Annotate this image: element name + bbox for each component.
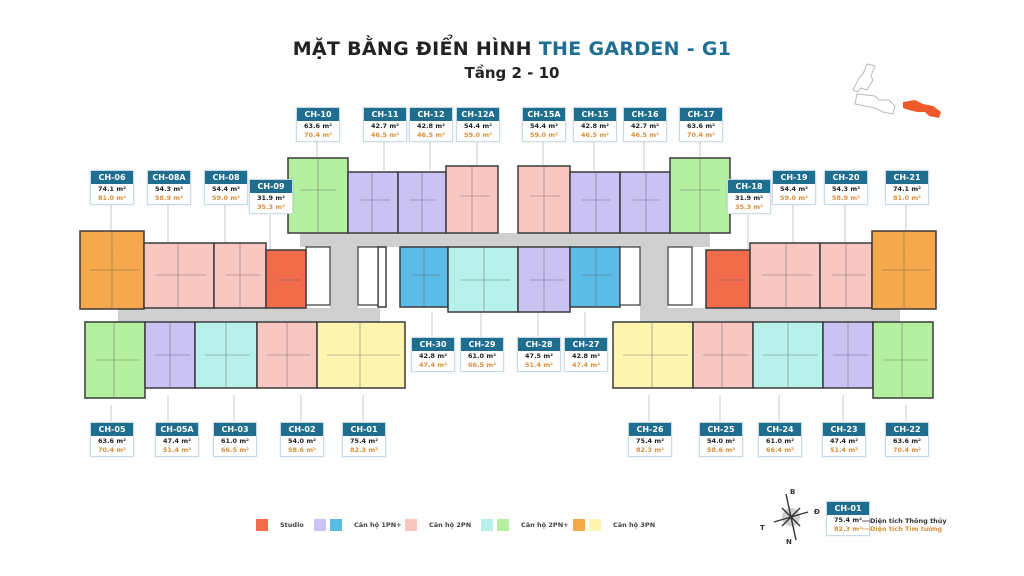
swatch-studio-icon	[256, 519, 268, 531]
compass-south: N	[786, 538, 792, 546]
legend-3pn: Căn hộ 3PN	[573, 518, 655, 532]
swatch-3pn-b-icon	[589, 519, 601, 531]
swatch-2pn-plus-a-icon	[481, 519, 493, 531]
title-accent: THE GARDEN - G1	[538, 38, 732, 60]
key-leader-lines	[862, 520, 870, 530]
legend-1pn: Căn hộ 1PN+	[314, 518, 402, 532]
swatch-2pn-plus-b-icon	[497, 519, 509, 531]
page-title: MẶT BẰNG ĐIỂN HÌNH THE GARDEN - G1	[0, 38, 1024, 60]
swatch-1pn-b-icon	[330, 519, 342, 531]
floor-range: Tầng 2 - 10	[464, 64, 560, 82]
compass-west: T	[760, 524, 765, 532]
swatch-2pn-icon	[405, 519, 417, 531]
title-main: MẶT BẰNG ĐIỂN HÌNH	[292, 38, 532, 60]
legend-studio: Studio	[256, 518, 304, 532]
compass-rose-icon: B Đ T N	[760, 488, 820, 548]
compass-east: Đ	[814, 508, 820, 516]
area-key-box: CH-01 75.4 m² 82.3 m²	[826, 501, 870, 536]
swatch-1pn-a-icon	[314, 519, 326, 531]
site-locator-map	[852, 63, 941, 118]
key-net-area-desc: Diện tích Thông thủy	[870, 517, 947, 525]
swatch-3pn-a-icon	[573, 519, 585, 531]
compass-north: B	[790, 488, 796, 496]
key-gross-area-desc: Diện tích Tim tường	[870, 525, 943, 533]
legend-2pn: Căn hộ 2PN	[405, 518, 471, 532]
legend-2pn-plus: Căn hộ 2PN+	[481, 518, 569, 532]
